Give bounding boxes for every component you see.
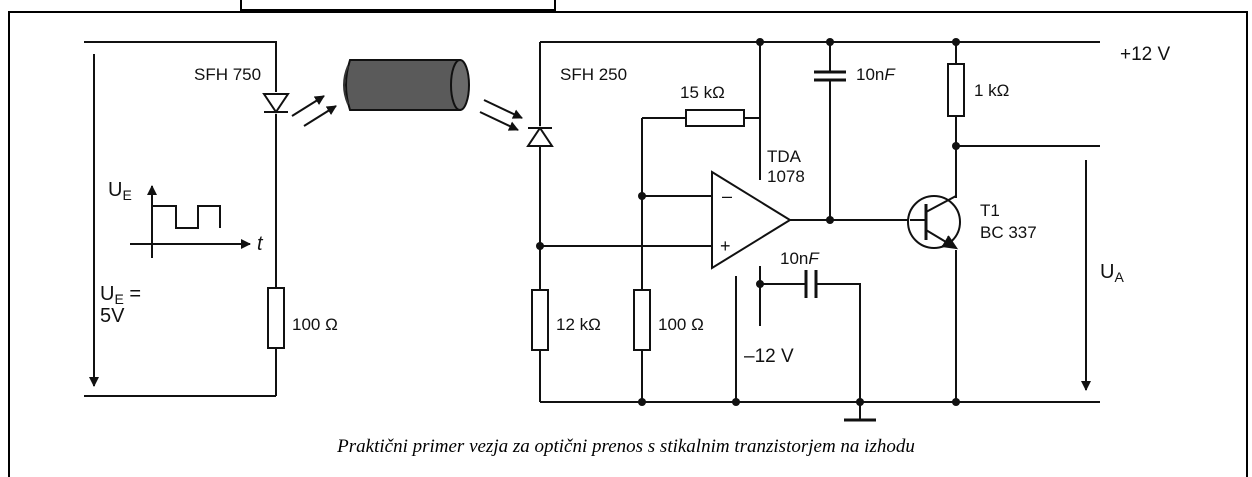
ue-waveform-graph — [130, 185, 251, 258]
wire-left-top — [84, 41, 277, 92]
wire-comp-right — [816, 283, 861, 402]
label-r-1k: 1 kΩ — [974, 81, 1009, 100]
transistor-t1 — [907, 195, 961, 250]
label-r-100-left: 100 Ω — [292, 315, 338, 334]
circuit-diagram: SFH 750 SFH 250 UE t UE = 5V 100 Ω 15 kΩ… — [84, 38, 1171, 422]
label-supply-neg: –12 V — [744, 346, 794, 367]
resistor-15k — [685, 109, 745, 127]
junction-dots — [536, 38, 960, 406]
emission-arrow-2 — [303, 105, 337, 127]
resistor-1k — [947, 63, 965, 117]
label-ua: UA — [1100, 261, 1124, 285]
opamp-tda1078 — [711, 170, 792, 270]
figure-caption: Praktični primer vezja za optični prenos… — [337, 436, 915, 457]
label-c-top: 10nF — [856, 65, 896, 84]
reception-arrow-1 — [479, 111, 519, 131]
frame-top-tab — [240, 0, 556, 11]
emission-arrow-1 — [291, 95, 325, 117]
label-transistor-name-1: T1 — [980, 201, 1000, 220]
label-minus-input: – — [722, 186, 732, 206]
label-supply-pos: +12 V — [1120, 44, 1171, 65]
label-detector-name: SFH 250 — [560, 65, 627, 84]
label-t: t — [257, 233, 264, 255]
label-ue-graph: UE — [108, 179, 132, 203]
label-c-comp: 10nF — [780, 249, 820, 268]
label-transistor-name-2: BC 337 — [980, 223, 1037, 242]
label-r-100-mid: 100 Ω — [658, 315, 704, 334]
label-opamp-name-1: TDA — [767, 147, 802, 166]
label-plus-input: + — [720, 236, 731, 256]
photodiode-detector — [526, 126, 554, 147]
label-emitter-name: SFH 750 — [194, 65, 261, 84]
capacitor-10nf-top — [814, 70, 846, 82]
label-r-12k: 12 kΩ — [556, 315, 601, 334]
wires — [84, 41, 1100, 420]
fiber-cable — [343, 59, 470, 111]
label-opamp-name-2: 1078 — [767, 167, 805, 186]
resistor-100-mid — [633, 289, 651, 351]
led-emitter — [262, 93, 290, 114]
resistor-100-left — [267, 287, 285, 349]
resistor-12k — [531, 289, 549, 351]
capacitor-10nf-comp — [804, 270, 818, 298]
label-ue-value: UE = — [100, 283, 141, 307]
label-r-15k: 15 kΩ — [680, 83, 725, 102]
diagram-frame — [8, 11, 1248, 477]
reception-arrow-2 — [483, 99, 523, 119]
label-ue-volt: 5V — [100, 305, 125, 327]
